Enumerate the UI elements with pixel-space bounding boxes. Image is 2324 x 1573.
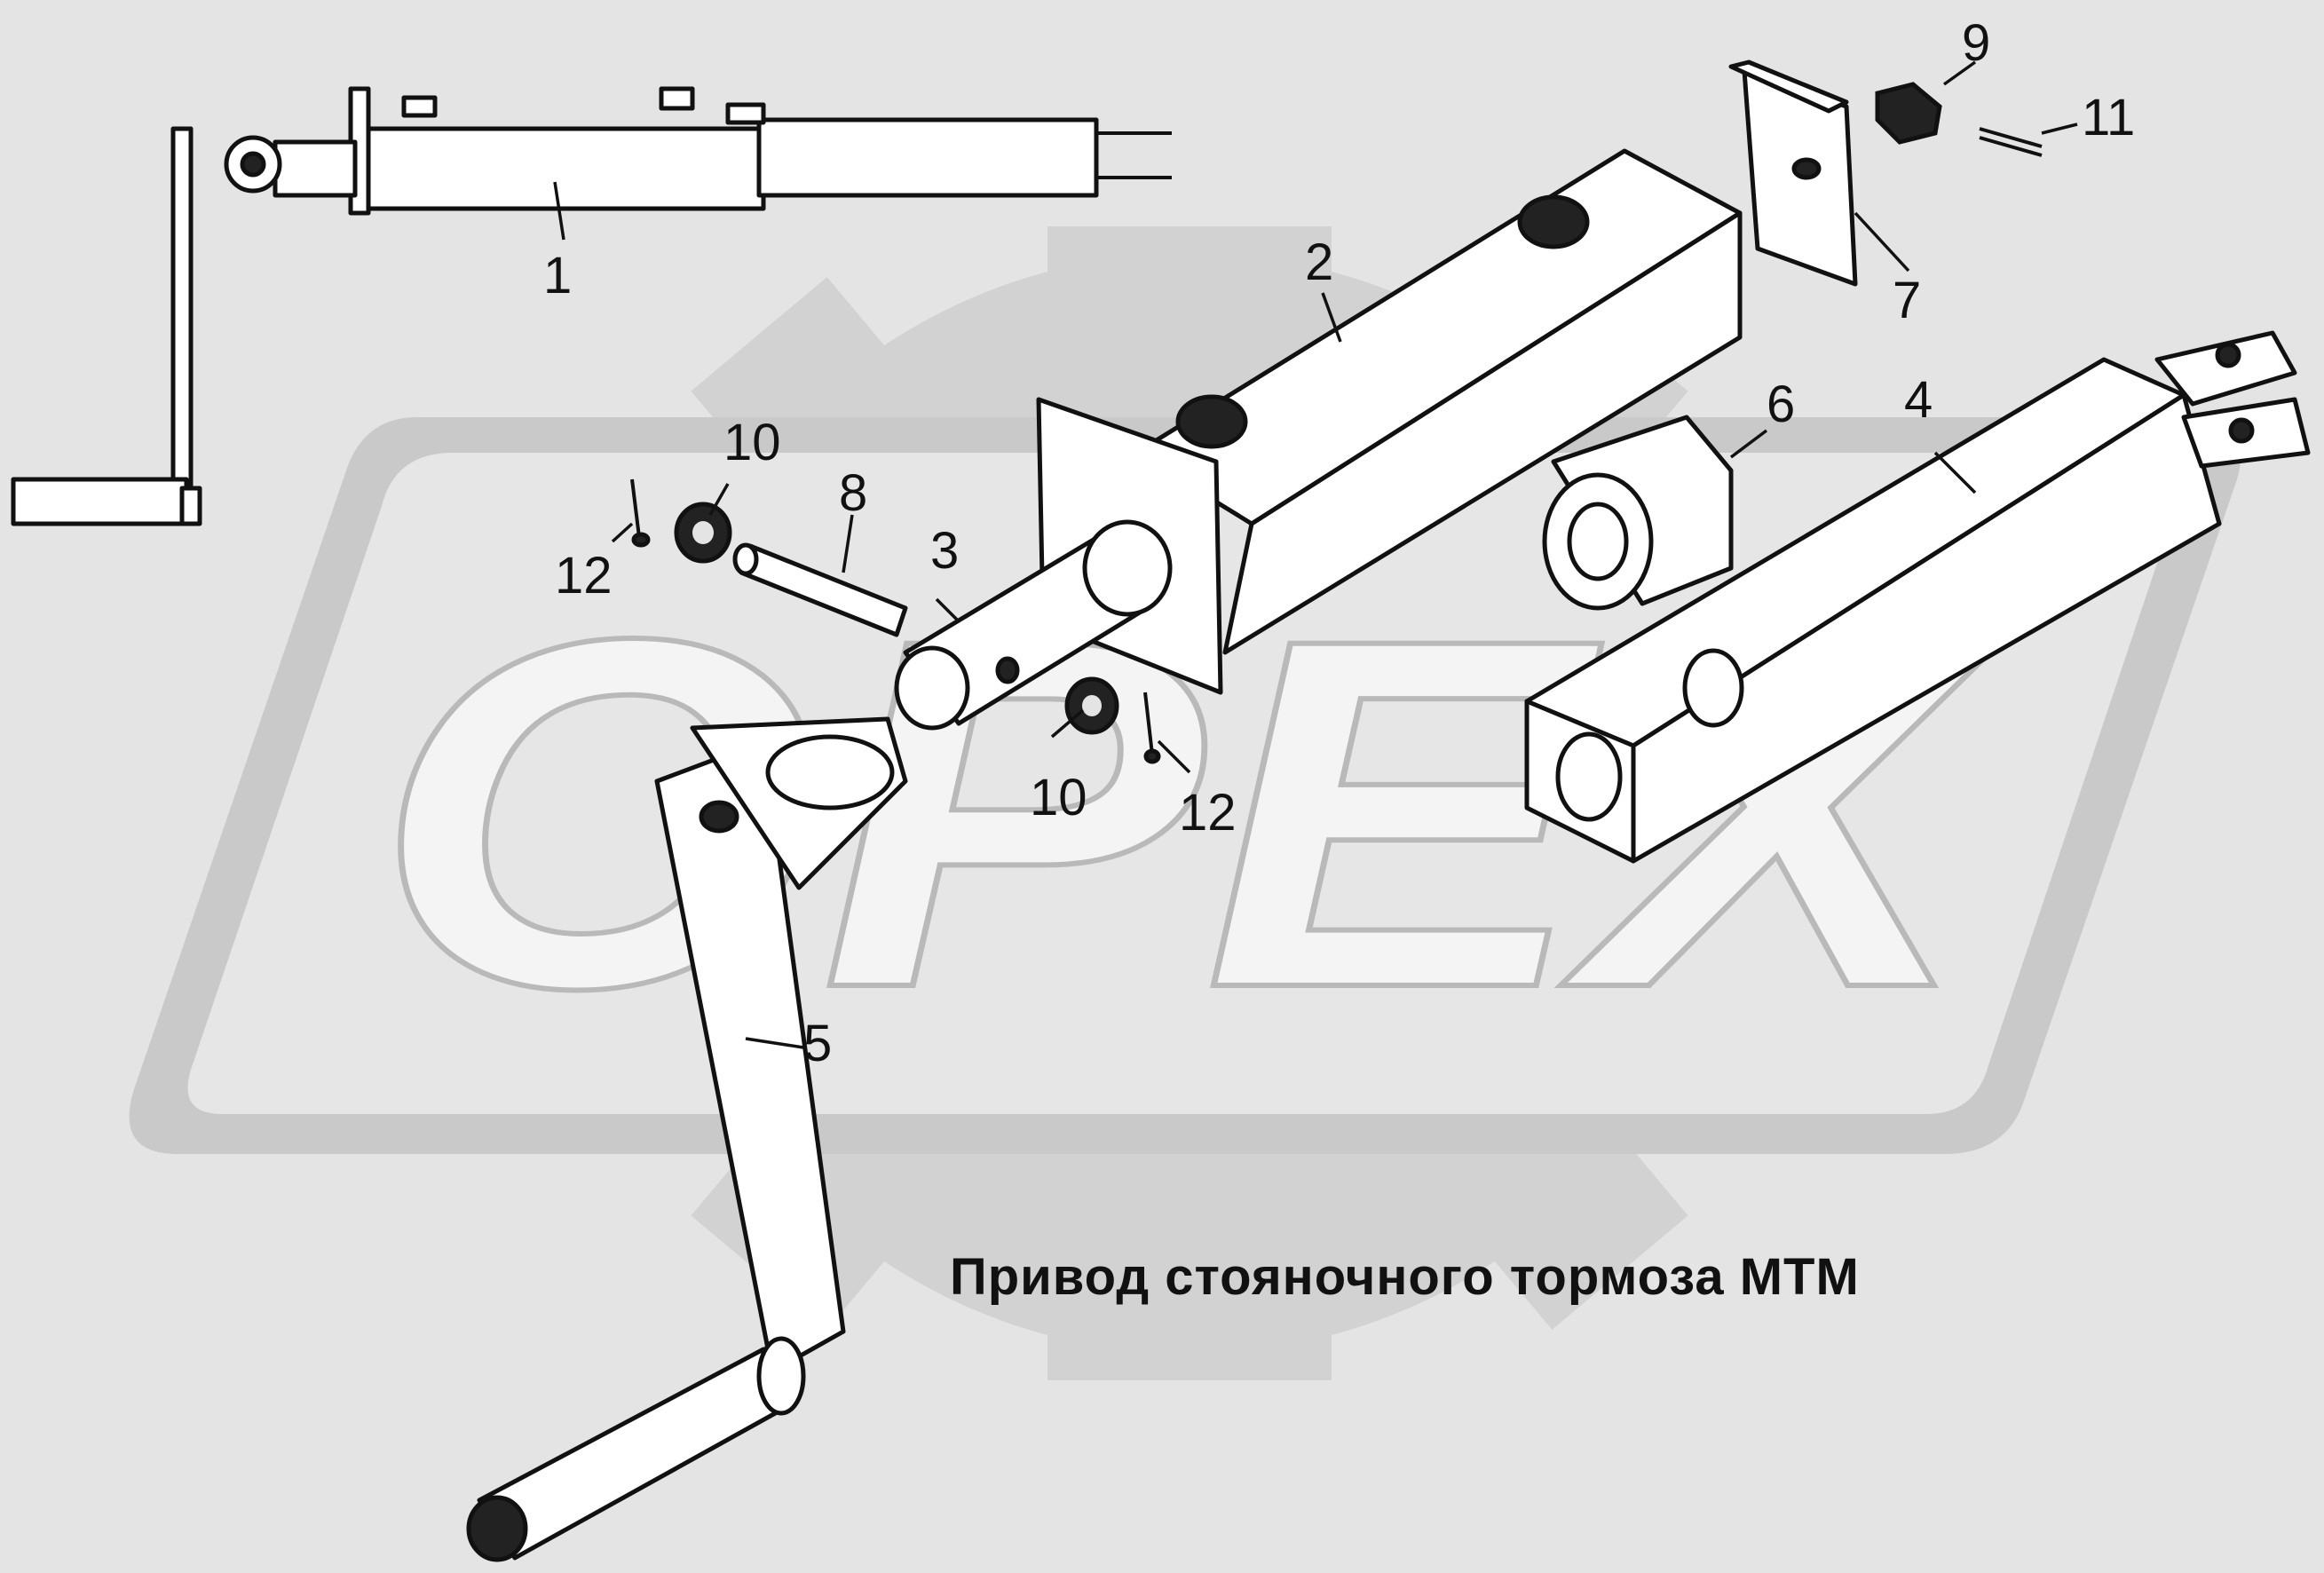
callout-3: 3 <box>930 522 959 580</box>
callout-12-left: 12 <box>555 547 613 605</box>
callout-2: 2 <box>1305 233 1333 291</box>
part-11-cotter-pin <box>1979 127 2043 157</box>
callout-6: 6 <box>1767 375 1795 433</box>
callout-11: 11 <box>2082 89 2135 146</box>
part-10-washer-right <box>1064 676 1119 735</box>
callout-10-left: 10 <box>723 414 781 471</box>
callout-5: 5 <box>803 1015 832 1072</box>
leader-lines <box>553 60 2078 1049</box>
diagram-caption: Привод стояночного тормоза МТМ <box>950 1248 1860 1306</box>
part-5-crank-handle <box>466 716 908 1562</box>
callout-9: 9 <box>1962 14 1990 72</box>
callout-4: 4 <box>1904 371 1933 429</box>
callout-labels: 1 2 3 4 5 6 7 8 9 10 10 11 12 12 <box>543 14 2135 1072</box>
callout-10-right: 10 <box>1030 769 1087 826</box>
part-10-washer-left <box>674 502 732 564</box>
part-9-nut <box>1875 82 1942 145</box>
callout-12-right: 12 <box>1179 784 1237 842</box>
part-7-clip-plate <box>1728 59 1858 287</box>
part-3-axle <box>894 519 1173 731</box>
callout-7: 7 <box>1893 272 1921 329</box>
part-6-bushing <box>1542 415 1734 611</box>
part-12-split-pin-right <box>1143 692 1161 764</box>
callout-1: 1 <box>543 247 572 304</box>
callout-8: 8 <box>839 464 867 522</box>
part-8-pin <box>732 542 908 637</box>
part-12-split-pin-left <box>630 478 651 548</box>
part-4-tow-bar <box>1524 330 2311 864</box>
part-1-shaft-assembly <box>11 86 1172 526</box>
